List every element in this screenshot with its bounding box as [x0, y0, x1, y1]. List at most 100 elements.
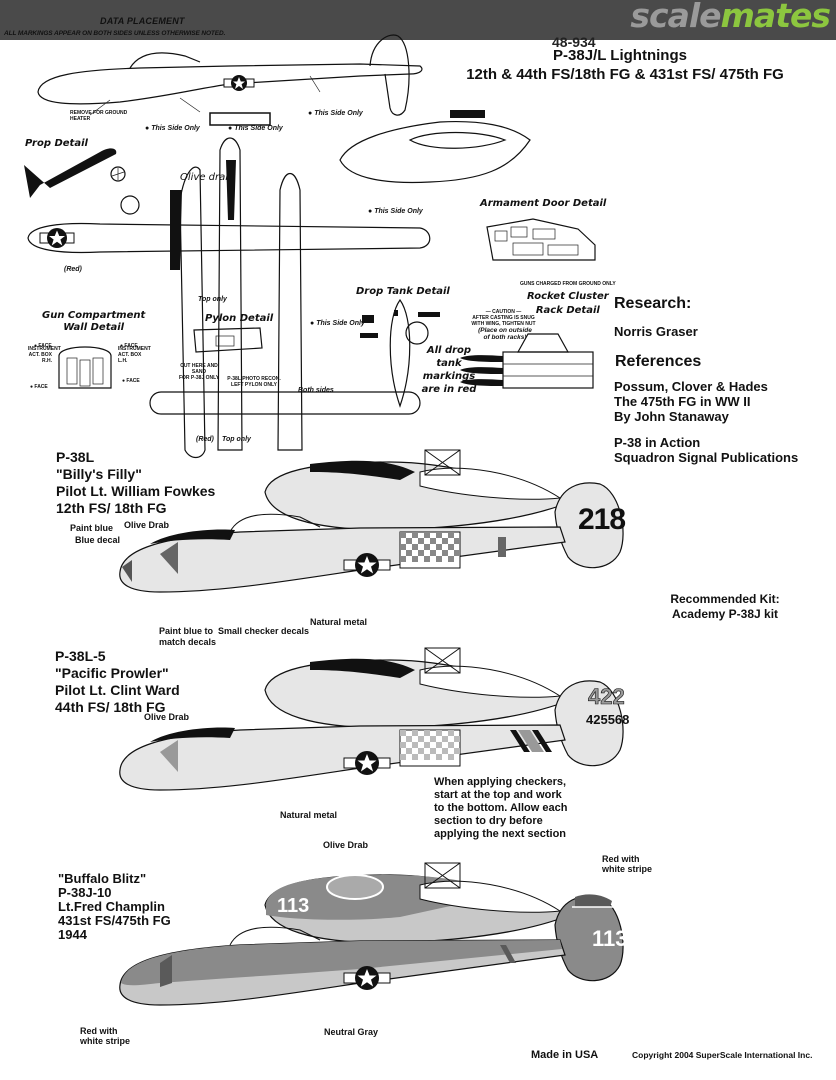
callout-olive-drab-3: Olive Drab: [323, 840, 369, 850]
reference-line: By John Stanaway: [614, 409, 729, 424]
callout-blue-decal: Blue decal: [75, 535, 121, 545]
rocket-cluster-label: Rocket Cluster Rack Detail: [527, 290, 609, 318]
callout-line: white stripe: [602, 864, 653, 874]
logo-part-mates: mates: [720, 0, 831, 35]
checker-panel-2: [399, 729, 461, 767]
copyright: Copyright 2004 SuperScale International …: [632, 1050, 813, 1060]
this-side-only-1: ● This Side Only: [145, 125, 200, 132]
cut-here-label: CUT HERE AND SAND FOR P-38J ONLY: [174, 363, 224, 381]
face-label-4: ● FACE: [122, 378, 140, 384]
no-step-red-label: (Red): [64, 266, 82, 273]
scheme-3-nose-code-top: 113: [277, 895, 310, 917]
photo-recon-label: P-38L PHOTO RECON. LEFT PYLON ONLY: [224, 376, 284, 388]
rocket-place-line: (Place on outside: [478, 327, 532, 334]
star-insignia: [39, 228, 75, 248]
drop-tank-note: All drop tank markings are in red: [414, 344, 484, 396]
callout-red-white-tail: Red with white stripe: [602, 854, 652, 874]
callout-paint-blue: Paint blue: [70, 523, 114, 533]
callout-paint-blue-match: Paint blue to match decals: [159, 626, 216, 648]
scheme-3-profile: [119, 862, 624, 1006]
drop-tank-note-line: tank markings: [422, 358, 476, 382]
face-label-1: ● FACE: [34, 343, 52, 349]
rocket-place-note: (Place on outside of both racks): [470, 327, 540, 341]
this-side-only-text: This Side Only: [374, 208, 423, 215]
scheme-1-line: P-38L: [56, 449, 95, 465]
reference-line: The 475th FG in WW II: [614, 394, 751, 409]
star-insignia: [343, 751, 391, 775]
header-band: [0, 0, 836, 40]
guns-charged-label: GUNS CHARGED FROM GROUND ONLY: [520, 281, 616, 287]
this-side-only-text: This Side Only: [151, 125, 200, 132]
face-text: FACE: [38, 343, 52, 349]
armament-door-drawing: [486, 218, 596, 261]
both-sides-label: Both sides: [298, 387, 334, 394]
callout-line: white stripe: [80, 1036, 131, 1046]
this-side-only-3: ● This Side Only: [308, 110, 363, 117]
no-step-decal: [362, 315, 374, 323]
this-side-only-6: ● This Side Only: [310, 320, 365, 327]
scheme-2-tail-code: 422: [588, 684, 625, 710]
fuel-decal: [418, 312, 440, 317]
recommended-kit-value: Academy P-38J kit: [671, 607, 779, 621]
gun-compartment-line: Wall Detail: [63, 322, 125, 333]
scheme-1-line: 12th FS/ 18th FG: [56, 500, 167, 516]
scheme-3-tail-code: 113: [592, 926, 628, 951]
checker-note-line: applying the next section: [434, 828, 567, 840]
research-name: Norris Graser: [614, 324, 698, 339]
reference-line: Possum, Clover & Hades: [614, 379, 768, 394]
no-push-decal: [360, 333, 378, 338]
callout-line: match decals: [159, 637, 217, 647]
scheme-3-nose-code-side: 113: [72, 985, 105, 1007]
sheet-number: 48-934: [552, 34, 596, 50]
rocket-place-line: of both racks): [483, 334, 527, 341]
drop-tank-ring: [405, 321, 429, 345]
callout-natural-metal-2: Natural metal: [280, 810, 338, 820]
this-side-only-text: This Side Only: [234, 125, 283, 132]
reference-line: Squadron Signal Publications: [614, 450, 799, 465]
gun-compartment-line: Gun Compartment: [42, 310, 146, 321]
callout-red-white-nose: Red with white stripe: [80, 1026, 130, 1046]
cut-here-line: FOR P-38J ONLY: [178, 375, 220, 381]
callout-line: Red with: [602, 854, 640, 864]
pylon-detail-label: Pylon Detail: [205, 313, 274, 324]
top-view-line-drawing: [27, 137, 431, 459]
face-label-3: ● FACE: [30, 384, 48, 390]
star-insignia: [223, 75, 255, 91]
logo-part-scale: scale: [630, 0, 721, 35]
drop-tank-note-line: are in red: [421, 384, 477, 395]
references-list: Possum, Clover & Hades The 475th FG in W…: [614, 379, 798, 465]
gun-compartment-label: Gun Compartment Wall Detail: [42, 310, 145, 334]
callout-line: Paint blue to: [159, 626, 213, 636]
face-text: FACE: [126, 378, 140, 384]
nose-line-drawing: [339, 110, 531, 184]
prop-detail-label: Prop Detail: [25, 138, 88, 149]
star-insignia: [343, 553, 391, 577]
callout-line: Red with: [80, 1026, 118, 1036]
made-in-usa: Made in USA: [531, 1049, 599, 1061]
cut-here-line: CUT HERE AND SAND: [180, 363, 218, 375]
rocket-caution-line: — CAUTION —: [485, 309, 522, 315]
recommended-kit: Recommended Kit: Academy P-38J kit: [650, 592, 800, 622]
references-heading: References: [615, 353, 702, 370]
scheme-1-title: P-38L "Billy's Filly" Pilot Lt. William …: [56, 449, 215, 517]
rocket-caution: — CAUTION — AFTER CASTING IS SNUG WITH W…: [466, 309, 541, 327]
armament-door-label: Armament Door Detail: [480, 198, 607, 209]
scalemates-logo[interactable]: scalemates: [630, 0, 831, 35]
checker-note: When applying checkers, start at the top…: [434, 776, 567, 841]
sheet-subtitle: 12th & 44th FS/18th FG & 431st FS/ 475th…: [466, 66, 784, 83]
scheme-2-line: 44th FS/ 18th FG: [55, 699, 166, 715]
callout-small-checker: Small checker decals: [218, 626, 310, 636]
callout-neutral-gray: Neutral Gray: [324, 1027, 379, 1037]
scheme-3-line: 431st FS/475th FG: [58, 913, 171, 928]
star-insignia: [343, 966, 391, 990]
scheme-3-title: "Buffalo Blitz" P-38J-10 Lt.Fred Champli…: [58, 872, 171, 942]
label-remove-for: REMOVE FOR GROUND HEATER: [70, 110, 128, 122]
drop-tank-drawing: [389, 298, 411, 408]
scheme-3-line: Lt.Fred Champlin: [58, 899, 165, 914]
rocket-caution-line: AFTER CASTING IS SNUG: [472, 315, 535, 321]
face-text: FACE: [34, 384, 48, 390]
instrument-rh-label: INSTRUMENT ACT. BOX R.H.: [28, 346, 61, 364]
scheme-3-line: 1944: [58, 927, 87, 942]
no-step-red-label-2: (Red): [196, 436, 214, 443]
callout-olive-drab-1: Olive Drab: [124, 520, 170, 530]
